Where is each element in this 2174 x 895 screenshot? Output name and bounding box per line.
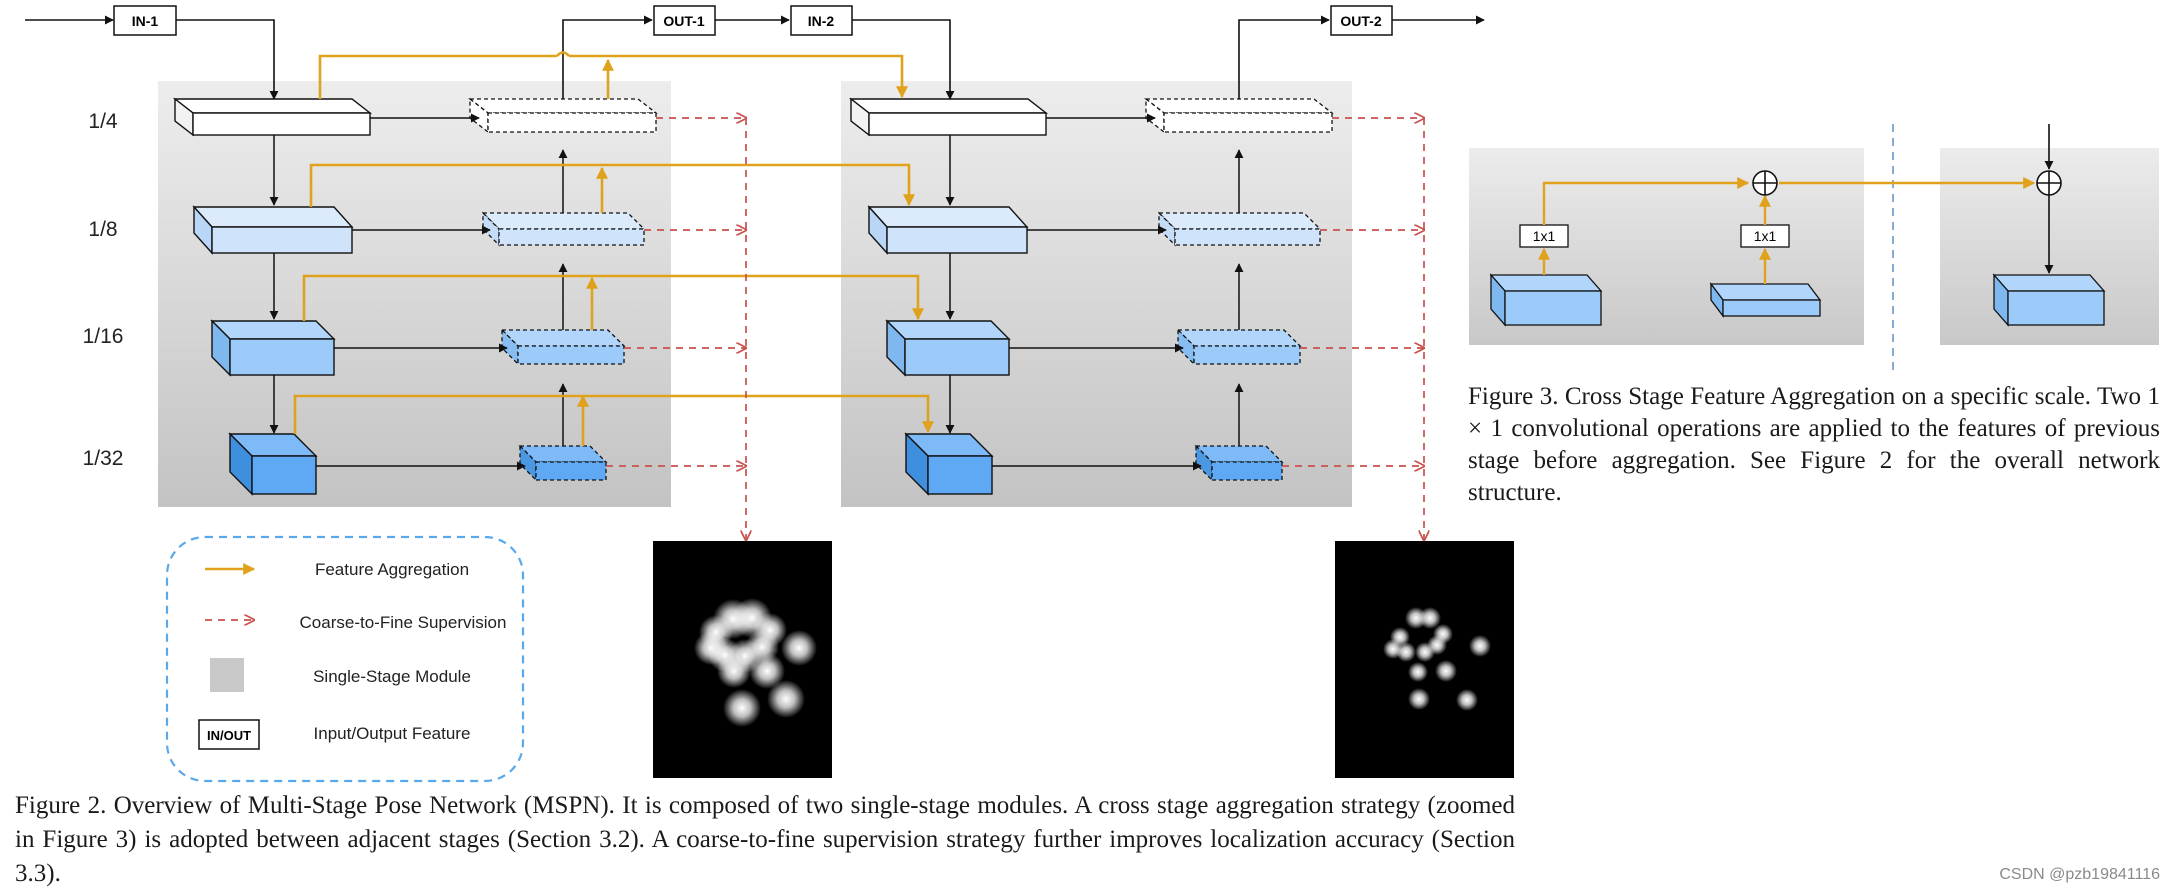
stage2-downsample-block-1-4 xyxy=(848,97,1049,137)
stage1-upsample-block-1-4 xyxy=(468,97,658,134)
stage2-upsample-block-1-8 xyxy=(1157,211,1322,247)
stage2-upsample-block-1-32 xyxy=(1194,444,1284,482)
legend-single-stage-swatch xyxy=(210,658,244,692)
fig3-diagram: 1x1 1x1 xyxy=(1469,124,2159,372)
stage1-upsample-block-1-8 xyxy=(481,211,646,247)
io-box-out1: OUT-1 xyxy=(653,5,716,36)
scale-label-1-4: 1/4 xyxy=(88,110,118,133)
stage1-downsample-block-1-8 xyxy=(192,205,354,255)
stage1-upsample-block-1-16 xyxy=(500,328,626,366)
fig3-sum-node-right xyxy=(2036,170,2062,196)
fig3-next-stage-block xyxy=(1992,273,2106,327)
stage1-downsample-block-1-4 xyxy=(172,97,373,137)
scale-label-1-16: 1/16 xyxy=(83,325,124,348)
legend: Feature Aggregation Coarse-to-Fine Super… xyxy=(165,535,525,783)
coarse-to-fine-supervision-arrows xyxy=(606,118,1424,540)
stage1-downsample-block-1-16 xyxy=(210,319,336,377)
stage1-downsample-block-1-32 xyxy=(228,432,318,496)
stage1-heatmap xyxy=(653,541,832,778)
fig3-upsample-block xyxy=(1709,282,1822,318)
io-box-in2: IN-2 xyxy=(790,5,853,36)
legend-io-label: Input/Output Feature xyxy=(314,724,471,743)
stage2-upsample-block-1-4 xyxy=(1144,97,1334,134)
fig3-conv-label-right: 1x1 xyxy=(1754,228,1777,244)
scale-label-1-32: 1/32 xyxy=(83,447,124,470)
stage2-arrows xyxy=(945,113,1244,471)
legend-aggregation-label: Feature Aggregation xyxy=(315,560,469,579)
stage2-heatmap xyxy=(1335,541,1514,778)
io-label-in1: IN-1 xyxy=(132,13,159,29)
io-label-in2: IN-2 xyxy=(808,13,835,29)
legend-io-swatch xyxy=(198,719,260,750)
stage2-upsample-block-1-16 xyxy=(1176,328,1302,366)
io-box-in1: IN-1 xyxy=(113,5,177,36)
legend-box xyxy=(165,535,525,783)
legend-io-swatch-text: IN/OUT xyxy=(207,728,251,743)
stage1-arrows xyxy=(269,113,568,471)
stage1-upsample-block-1-32 xyxy=(518,444,608,482)
stage2-downsample-block-1-32 xyxy=(904,432,994,496)
io-label-out1: OUT-1 xyxy=(663,13,704,29)
fig3-caption: Figure 3. Cross Stage Feature Aggregatio… xyxy=(1468,383,2160,506)
scale-label-1-8: 1/8 xyxy=(88,218,117,241)
in1-to-stage1-line xyxy=(176,19,279,100)
legend-single-stage-label: Single-Stage Module xyxy=(313,667,471,686)
io-box-out2: OUT-2 xyxy=(1330,5,1393,36)
stage2-to-out2-line xyxy=(1238,15,1330,99)
fig3-sum-node-left xyxy=(1752,170,1778,196)
legend-supervision-label: Coarse-to-Fine Supervision xyxy=(300,613,507,632)
watermark: CSDN @pzb19841116 xyxy=(1999,866,2160,883)
feature-aggregation-arrows xyxy=(293,51,934,446)
stage2-downsample-block-1-8 xyxy=(867,205,1029,255)
stage1-to-out1-line xyxy=(562,15,653,99)
fig3-conv-label-left: 1x1 xyxy=(1533,228,1556,244)
in2-to-stage2-line xyxy=(852,19,955,100)
stage2-downsample-block-1-16 xyxy=(885,319,1011,377)
fig3-downsample-block xyxy=(1489,273,1603,327)
io-label-out2: OUT-2 xyxy=(1340,13,1381,29)
fig2-caption: Figure 2. Overview of Multi-Stage Pose N… xyxy=(15,792,1515,887)
